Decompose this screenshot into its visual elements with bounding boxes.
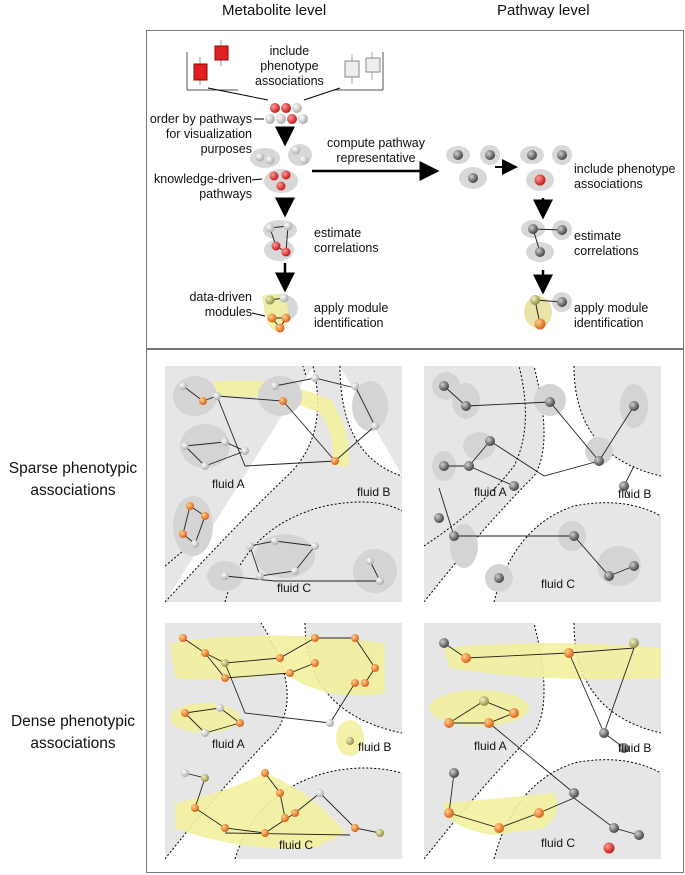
pathway-groups	[250, 144, 312, 193]
header-metabolite-level: Metabolite level	[222, 2, 327, 19]
network-dense-pathway: fluid A fluid B fluid C	[424, 623, 661, 859]
step-compute-pathway: compute pathway representative	[327, 136, 425, 166]
pw-estimate-l2: correlations	[574, 244, 639, 258]
step-estimate-correlations: estimate correlations	[314, 226, 379, 256]
fluid-a-label: fluid A	[212, 737, 245, 751]
step-order-l2: for visualization	[165, 127, 252, 141]
networks-panel	[146, 348, 684, 873]
pathway-correlations	[521, 220, 572, 262]
fluid-a-label: fluid A	[212, 477, 245, 491]
step-compute-l2: representative	[336, 151, 416, 165]
fluid-a-label: fluid A	[474, 485, 507, 499]
fluid-c-label: fluid C	[541, 836, 576, 850]
fluid-b-label: fluid B	[618, 741, 652, 755]
correlation-network	[263, 220, 297, 261]
step-estimate-l2: correlations	[314, 241, 379, 255]
step-module-identification: apply module identification	[314, 301, 388, 331]
step-datadriven-l2: modules	[204, 305, 252, 319]
pathway-representatives	[446, 145, 500, 189]
row-label-sparse-line1: Sparse phenotypic	[8, 460, 138, 477]
pw-estimate-l1: estimate	[574, 229, 622, 243]
step-include-phenotype-l1: include	[269, 44, 310, 58]
step-order-by-pathways: order by pathways for visualization purp…	[146, 112, 252, 157]
row-label-sparse: Sparse phenotypic associations	[0, 458, 146, 502]
fluid-c-label: fluid C	[279, 838, 314, 852]
fluid-a-label: fluid A	[474, 739, 507, 753]
step-order-l3: purposes	[200, 142, 252, 156]
step-knowledge-driven: knowledge-driven pathways	[146, 172, 252, 202]
step-include-phenotype-l2: phenotype	[260, 59, 319, 73]
step-knowledge-l2: pathways	[199, 187, 252, 201]
network-sparse-metabolite: fluid A fluid B fluid C	[165, 366, 402, 602]
step-estimate-l1: estimate	[314, 226, 362, 240]
network-sparse-pathway: fluid A fluid B fluid C	[424, 366, 661, 602]
step-order-l1: order by pathways	[149, 112, 252, 126]
sparse-metabolite-nodes	[179, 374, 384, 585]
metabolite-grid	[265, 103, 308, 124]
step-include-phenotype-l3: associations	[255, 74, 324, 88]
step-knowledge-l1: knowledge-driven	[154, 172, 252, 186]
pw-module-l1: apply module	[574, 301, 649, 315]
pw-module-l2: identification	[574, 316, 644, 330]
module-network	[262, 293, 298, 333]
step-compute-l1: compute pathway	[327, 136, 425, 150]
pw-include-l1: include phenotype	[574, 162, 676, 176]
boxplot-grey-icon	[335, 52, 384, 91]
step-datadriven-l1: data-driven	[189, 290, 252, 304]
pw-include-l2: associations	[574, 177, 643, 191]
fluid-c-label: fluid C	[541, 577, 576, 591]
header-pathway-level: Pathway level	[497, 2, 590, 19]
sparse-pathway-nodes	[434, 381, 639, 583]
pathway-phenotype	[520, 145, 572, 191]
row-label-dense: Dense phenotypic associations	[0, 711, 146, 755]
step-data-driven: data-driven modules	[146, 290, 252, 320]
dense-pathway-nodes	[439, 638, 644, 854]
fluid-b-label: fluid B	[618, 487, 652, 501]
network-dense-metabolite: fluid A fluid B fluid C	[165, 623, 402, 859]
row-label-sparse-line2: associations	[30, 482, 116, 499]
pathway-step-module: apply module identification	[574, 301, 648, 331]
boxplot-red-icon	[186, 40, 238, 91]
pathway-modules	[524, 292, 572, 330]
fluid-b-label: fluid B	[357, 485, 391, 499]
row-label-dense-line1: Dense phenotypic	[10, 713, 136, 730]
workflow-panel	[146, 30, 684, 350]
fluid-c-label: fluid C	[277, 581, 312, 595]
pathway-step-estimate: estimate correlations	[574, 229, 639, 259]
pathway-step-include-phenotype: include phenotype associations	[574, 162, 675, 192]
step-include-phenotype: include phenotype associations	[255, 44, 324, 89]
dense-metabolite-nodes	[179, 634, 384, 837]
row-label-dense-line2: associations	[30, 735, 116, 752]
step-module-l1: apply module	[314, 301, 389, 315]
step-module-l2: identification	[314, 316, 384, 330]
fluid-b-label: fluid B	[358, 740, 392, 754]
